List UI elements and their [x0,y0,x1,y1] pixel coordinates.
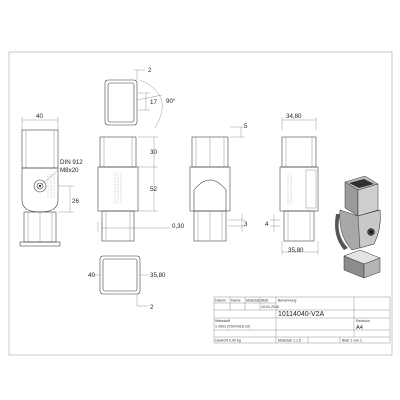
dim-inner-height: 17 [150,99,157,106]
tb-revision-label: Revision [356,319,370,323]
iso-view [335,175,381,279]
dim-height-52: 52 [150,186,157,193]
left-view: 40 DIN 912 M8x20 26 [19,113,83,247]
tb-date: 10.01.2016 [261,305,279,309]
tb-sheet: Blatt 1 von 1 [342,339,362,343]
sheet-border [8,51,393,356]
tb-header-0: Datum [215,299,226,303]
tb-material-label: Werkstoff [215,319,230,323]
tb-header-2: Maßstab [246,299,260,303]
dim-square-40: 40 [88,272,95,279]
front-view: 30 52 0,30 [97,136,185,242]
dim-right-bottom: 35,80 [288,247,304,254]
dim-wall-top: 2 [148,67,152,74]
dim-small-4: 4 [265,221,269,228]
right-view: 34,80 4 35,80 [265,113,319,255]
bottom-view: 40 35,80 2 [88,255,166,311]
dim-top-gap: 5 [244,123,248,130]
tb-header-1: Name [231,299,241,303]
section-view: 5 3 [189,123,248,242]
dim-height-30: 30 [150,149,157,156]
title-block: Datum Name Maßstab Blatt 10.01.2016 Bene… [213,296,391,344]
tb-material: 1.4301 (X5CrNi18-10) [215,325,250,329]
dim-small-3: 3 [244,221,248,228]
dim-height-26: 26 [72,198,79,205]
dim-offset: 0,30 [172,223,185,230]
dim-right-width: 34,80 [286,113,302,120]
tb-part-number: 10114040-V2A [278,311,325,318]
tb-drawing-label: Benennung [278,299,296,303]
tb-format: A4 [356,325,363,331]
callout-line2: M8x20 [60,167,79,174]
dim-width-left: 40 [36,113,43,120]
tb-scale: Maßstab 1:1,5 [278,339,301,343]
top-view: 2 17 90° [104,67,176,129]
tb-weight: Gewicht 0,00 kg [215,339,241,343]
callout-line1: DIN 912 [60,159,83,166]
dim-square-3580: 35,80 [150,272,166,279]
dim-angle: 90° [166,98,176,105]
dim-wall-bottom: 2 [150,304,154,311]
tb-header-3: Blatt [261,299,268,303]
